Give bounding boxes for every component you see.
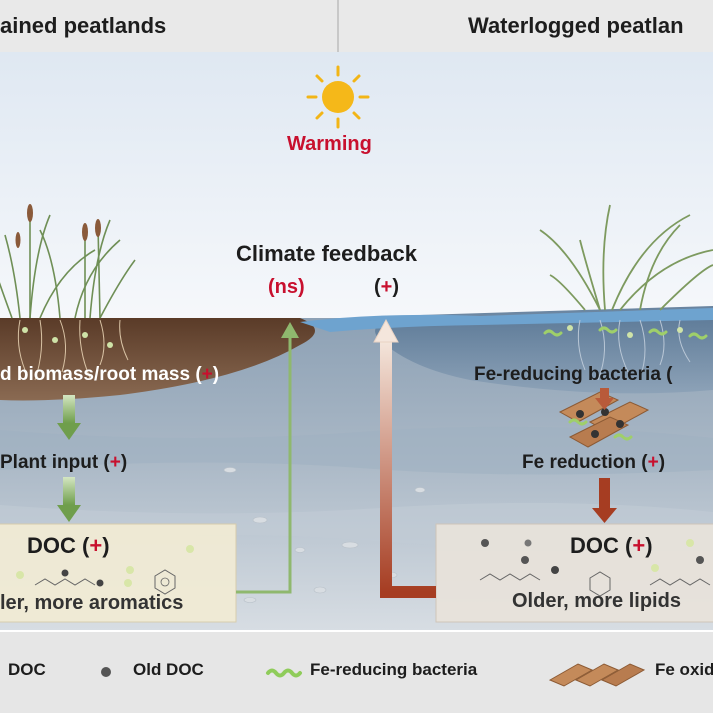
drained-doc-label: DOC (+)	[27, 533, 110, 558]
positive-feedback-arrow	[373, 318, 436, 598]
fe-reduction-arrow	[592, 388, 617, 523]
waterlogged-layer	[375, 306, 713, 394]
reed-plants-icon	[0, 210, 136, 319]
bacteria-label: Fe-reducing bacteria (	[474, 364, 673, 385]
fe-reducing-bacteria-icon	[543, 326, 708, 340]
legend-old-doc-label: Old DOC	[133, 660, 204, 679]
waterlogged-doc-particles	[479, 539, 711, 597]
drained-roots	[17, 319, 129, 381]
legend-fe-oxide-icon	[548, 663, 646, 687]
header-drained: ained peatlands	[0, 13, 167, 38]
ns-feedback-arrow	[236, 322, 299, 594]
header-bar	[0, 0, 713, 52]
drained-doc-particles	[16, 545, 194, 595]
old-doc-icon	[101, 667, 111, 677]
waterlogged-doc-note: Older, more lipids	[512, 590, 681, 612]
drained-peat-layer	[0, 318, 315, 401]
positive-sign: (+)	[374, 276, 400, 298]
climate-feedback-title: Climate feedback	[236, 241, 417, 266]
sun-icon	[306, 65, 370, 129]
legend-bacteria-label: Fe-reducing bacteria	[310, 660, 478, 679]
ns-sign: (ns)	[268, 276, 305, 298]
fe-reduction-label: Fe reduction (+)	[522, 452, 666, 473]
reed-seedheads	[15, 204, 101, 248]
legend-fe-oxide-label: Fe oxid	[655, 660, 713, 679]
drained-doc-box	[0, 523, 237, 623]
plant-input-arrow	[57, 395, 81, 522]
biomass-label: d biomass/root mass (+)	[0, 364, 220, 385]
waterlogged-doc-label: DOC (+)	[570, 533, 653, 558]
waterlogged-roots	[577, 319, 691, 381]
legend-doc-label: DOC	[8, 660, 46, 679]
water-surface	[300, 308, 713, 332]
sedge-plants-icon	[539, 204, 713, 311]
rhizosphere-doc	[22, 325, 683, 348]
warming-label: Warming	[287, 133, 372, 155]
drained-doc-note: ler, more aromatics	[0, 592, 184, 614]
legend-bacteria-icon	[266, 668, 302, 678]
sky	[0, 52, 713, 322]
header-waterlogged: Waterlogged peatlan	[468, 13, 684, 38]
soil-band	[0, 426, 713, 475]
plant-input-label: Plant input (+)	[0, 452, 128, 473]
